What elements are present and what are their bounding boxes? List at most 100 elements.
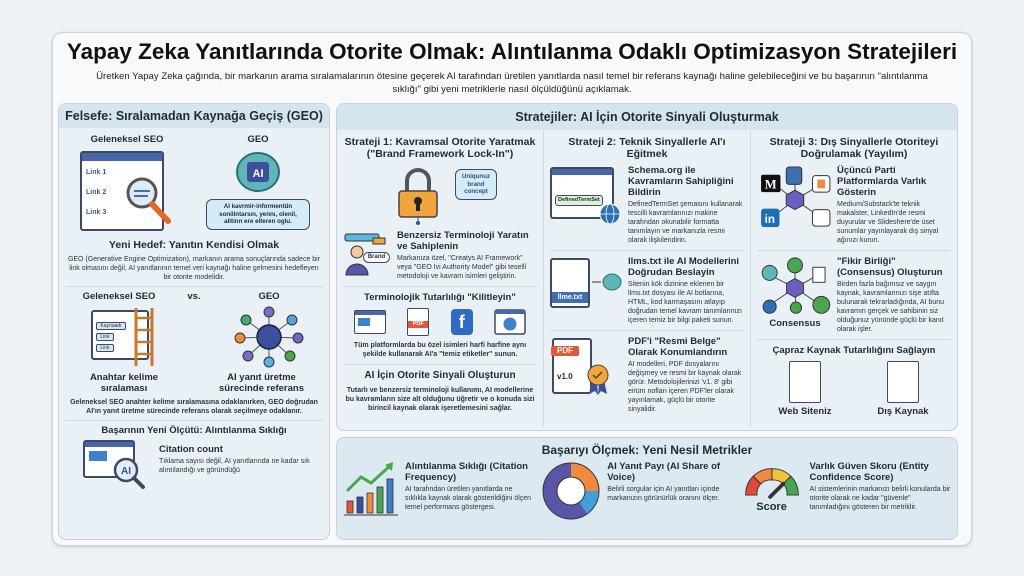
- svg-text:M: M: [765, 177, 777, 191]
- strategies-panel: Stratejiler: AI İçin Otorite Sinyali Olu…: [336, 103, 958, 431]
- platform-network-icon: Min: [761, 166, 831, 228]
- divider: [65, 286, 323, 287]
- philosophy-panel: Felsefe: Sıralamadan Kaynağa Geçiş (GEO)…: [58, 103, 330, 540]
- divider: [757, 339, 951, 340]
- ai-speech-bubble: AI kavrmir-informentün sonilintarsın, ye…: [206, 199, 310, 230]
- padlock-icon: [398, 168, 438, 225]
- metric3-title: Varlık Güven Skoru (Entity Confidence Sc…: [809, 461, 929, 483]
- brand-concept-bubble: Uniqunuz brand concept: [455, 169, 497, 200]
- ladder-icon: [134, 308, 154, 366]
- vs-geo-label: GEO: [258, 291, 280, 302]
- page-subtitle: Üretken Yapay Zeka çağında, bir markanın…: [96, 71, 928, 95]
- citation-count-title: Citation count: [159, 444, 223, 455]
- link-chip: Link: [96, 333, 114, 341]
- vs-seo-label: Geleneksel SEO: [82, 291, 156, 302]
- s1-item3-text: Tutarlı ve benzersiz terminoloji kullanı…: [345, 387, 535, 412]
- external-source-label: Dış Kaynak: [877, 406, 929, 417]
- geo-label: GEO: [247, 134, 269, 145]
- svg-text:AI: AI: [121, 466, 131, 477]
- divider: [550, 330, 744, 331]
- s2-item2-text: Sitenin kök dizinine eklenen bir llms.tx…: [628, 281, 742, 324]
- website-document-icon: [789, 361, 821, 403]
- metric1-text: AI tarafından üretilen yanıtlarda ne sık…: [405, 486, 532, 511]
- ai-brain-icon: AI: [236, 152, 280, 192]
- strategy3-column: Strateji 3: Dış Sinyallerle Otoriteyi Do…: [750, 130, 957, 426]
- brand-tag: Brand: [363, 252, 390, 263]
- s3-item1-text: Medium/Substack'te teknik makalster, Lin…: [837, 201, 939, 244]
- pdf-document-icon: PDF v1.0: [551, 338, 592, 394]
- metric2-text: Belirli sorgular için AI yanıtları içind…: [607, 486, 720, 502]
- s3-item1-title: Üçüncü Parti Platformlarda Varlık Göster…: [837, 165, 927, 198]
- s2-item3-text: AI modelleri, PDF dosyalarını değişmey v…: [628, 361, 742, 413]
- keyword-chip: Kaynaadı: [96, 322, 126, 330]
- brand-person-icon: [344, 233, 386, 276]
- ai-magnifier-icon: AI: [113, 457, 145, 489]
- metric-title: Başarının Yeni Ölçütü: Alıntılanma Sıklı…: [101, 425, 287, 436]
- s1-item1-text: Markanıza özel, "Creatys AI Framework" v…: [397, 255, 527, 280]
- webpage-icon: [353, 310, 386, 334]
- llms-file-label: llme.txt: [552, 292, 588, 303]
- globe-webpage-icon: [494, 309, 526, 335]
- svg-text:in: in: [765, 213, 775, 226]
- s1-item2-title: Terminolojik Tutarlılığı "Kilitleyin": [364, 292, 516, 303]
- consensus-label: Consensus: [769, 318, 821, 329]
- gauge-score-label: Score: [756, 501, 787, 513]
- pdf-label: PDF: [551, 346, 579, 356]
- page-title: Yapay Zeka Yanıtlarında Otorite Olmak: A…: [66, 39, 958, 64]
- magnifier-icon: [126, 177, 171, 224]
- goal-title: Yeni Hedef: Yanıtın Kendisi Olmak: [108, 239, 280, 251]
- s3-item2-title: "Fikir Birliği" (Consensus) Oluşturun: [837, 256, 943, 278]
- page-title-wrap: Yapay Zeka Yanıtlarında Otorite Olmak: A…: [56, 38, 968, 66]
- growth-bar-chart-icon: [344, 462, 398, 516]
- s2-item3-title: PDF'i "Resmi Belge" Olarak Konumlandırın: [628, 336, 728, 358]
- strategy1-title: Strateji 1: Kavramsal Otorite Yaratmak (…: [344, 136, 536, 160]
- defined-term-set-tag: DefinedTermSet: [555, 195, 603, 206]
- divider: [343, 286, 537, 287]
- s2-item2-title: llms.txt ile AI Modellerini Doğrudan Bes…: [628, 256, 740, 278]
- strategy3-title: Strateji 3: Dış Sinyallerle Otoriteyi Do…: [769, 136, 939, 160]
- metrics-header: Başarıyı Ölçmek: Yeni Nesil Metrikler: [541, 443, 753, 457]
- metrics-panel: Başarıyı Ölçmek: Yeni Nesil Metrikler Al…: [336, 437, 958, 540]
- s3-item2-text: Birden fazla bağımsız ve saygın kaynak, …: [837, 281, 945, 333]
- certificate-badge-icon: [587, 364, 609, 395]
- version-label: v1.0: [557, 372, 573, 381]
- s2-item1-title: Schema.org ile Kavramların Sahipliğini B…: [628, 165, 734, 198]
- pdf-label: PDF: [408, 321, 429, 328]
- s2-item1-text: DefinedTermSet şemasını kullanarak tesci…: [628, 201, 743, 244]
- link-item: Link 3: [86, 209, 107, 216]
- citation-count-text: Tıklama sayısı değil, AI yanıtlarında ne…: [159, 458, 310, 474]
- goal-text: GEO (Generative Engine Optimization), ma…: [67, 256, 321, 281]
- keyword-ranking-caption: Anahtar kelime sıralaması: [89, 372, 159, 394]
- vs-text: Geleneksel SEO anahter kelime sıralaması…: [70, 399, 318, 415]
- external-document-icon: [887, 361, 919, 403]
- s1-item2-text: Tüm platformlarda bu özel isimleri harfi…: [353, 342, 527, 358]
- llms-txt-file-icon: llme.txt: [550, 258, 590, 308]
- strategy2-title: Strateji 2: Teknik Sinyallerle AI'ı Eğit…: [568, 136, 726, 160]
- website-label: Web Siteniz: [778, 406, 832, 417]
- s1-item3-title: AI İçin Otorite Sinyali Oluşturun: [364, 370, 516, 381]
- strategies-header: Stratejiler: AI İçin Otorite Sinyali Olu…: [337, 104, 957, 130]
- confidence-gauge-icon: [744, 468, 799, 499]
- metric3-text: AI sistemlerinin markanızı belirli konul…: [809, 486, 951, 511]
- search-results-window: Link 1 Link 2 Link 3: [80, 151, 164, 231]
- globe-icon: [599, 203, 621, 225]
- strategy1-column: Strateji 1: Kavramsal Otorite Yaratmak (…: [337, 130, 543, 426]
- s3-item3-title: Çapraz Kaynak Tutarlılığını Sağlayın: [772, 345, 936, 356]
- link-item: Link 1: [86, 169, 107, 176]
- s1-item1-title: Benzersiz Terminoloji Yaratın ve Sahiple…: [397, 230, 529, 252]
- ai-reference-caption: AI yanıt üretme sürecinde referans: [218, 372, 304, 394]
- strategy2-column: Strateji 2: Teknik Sinyallerle AI'ı Eğit…: [543, 130, 750, 426]
- divider: [757, 250, 951, 251]
- divider: [550, 250, 744, 251]
- share-of-voice-donut-icon: [542, 462, 600, 520]
- link-chip: Link: [96, 344, 114, 352]
- geo-network-icon: [234, 306, 304, 368]
- metric2-title: AI Yanıt Payı (AI Share of Voice): [607, 461, 721, 483]
- pdf-file-icon: PDF: [407, 308, 430, 336]
- metric1-title: Alıntılanma Sıklığı (Citation Frequency): [405, 461, 528, 483]
- divider: [343, 364, 537, 365]
- philosophy-header: Felsefe: Sıralamadan Kaynağa Geçiş (GEO): [59, 104, 329, 128]
- divider: [65, 420, 323, 421]
- arrow-brain-icon: [592, 273, 622, 291]
- consensus-network-icon: [761, 257, 831, 314]
